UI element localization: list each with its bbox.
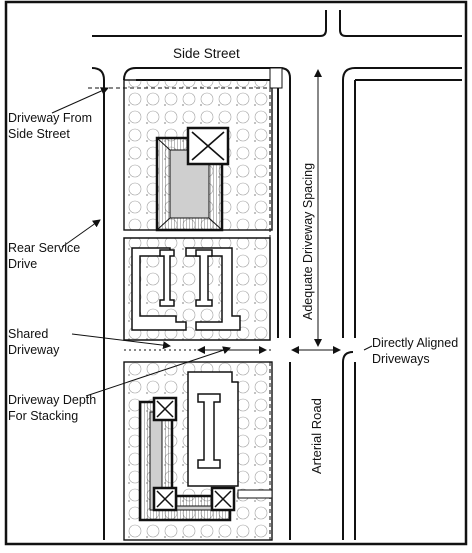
middle-parking-lot [123, 237, 271, 341]
rear-service-drive-label-2: Drive [8, 257, 37, 271]
side-street-label: Side Street [173, 46, 240, 61]
directly-aligned-driveways-label: Directly Aligned [372, 336, 458, 350]
driveway-from-side-street-label: Driveway From [8, 111, 92, 125]
lower-building [138, 396, 236, 522]
diagram-frame [4, 0, 468, 546]
driveway-depth-label-2: For Stacking [8, 409, 78, 423]
rear-service-drive-label: Rear Service [8, 241, 80, 255]
lower-lot [123, 361, 273, 541]
arterial-road-label: Arterial Road [309, 398, 324, 474]
shared-driveway-label-2: Driveway [8, 343, 60, 357]
shared-driveway-label: Shared [8, 327, 48, 341]
directly-aligned-driveways-label-2: Driveways [372, 352, 430, 366]
adequate-driveway-spacing-label: Adequate Driveway Spacing [301, 163, 315, 320]
upper-building [155, 126, 230, 232]
annotation-lines [51, 69, 373, 397]
driveway-depth-label: Driveway Depth [8, 393, 96, 407]
upper-lot [88, 67, 283, 338]
side-street-curbs [91, 10, 462, 540]
driveway-from-side-street-label-2: Side Street [8, 127, 70, 141]
